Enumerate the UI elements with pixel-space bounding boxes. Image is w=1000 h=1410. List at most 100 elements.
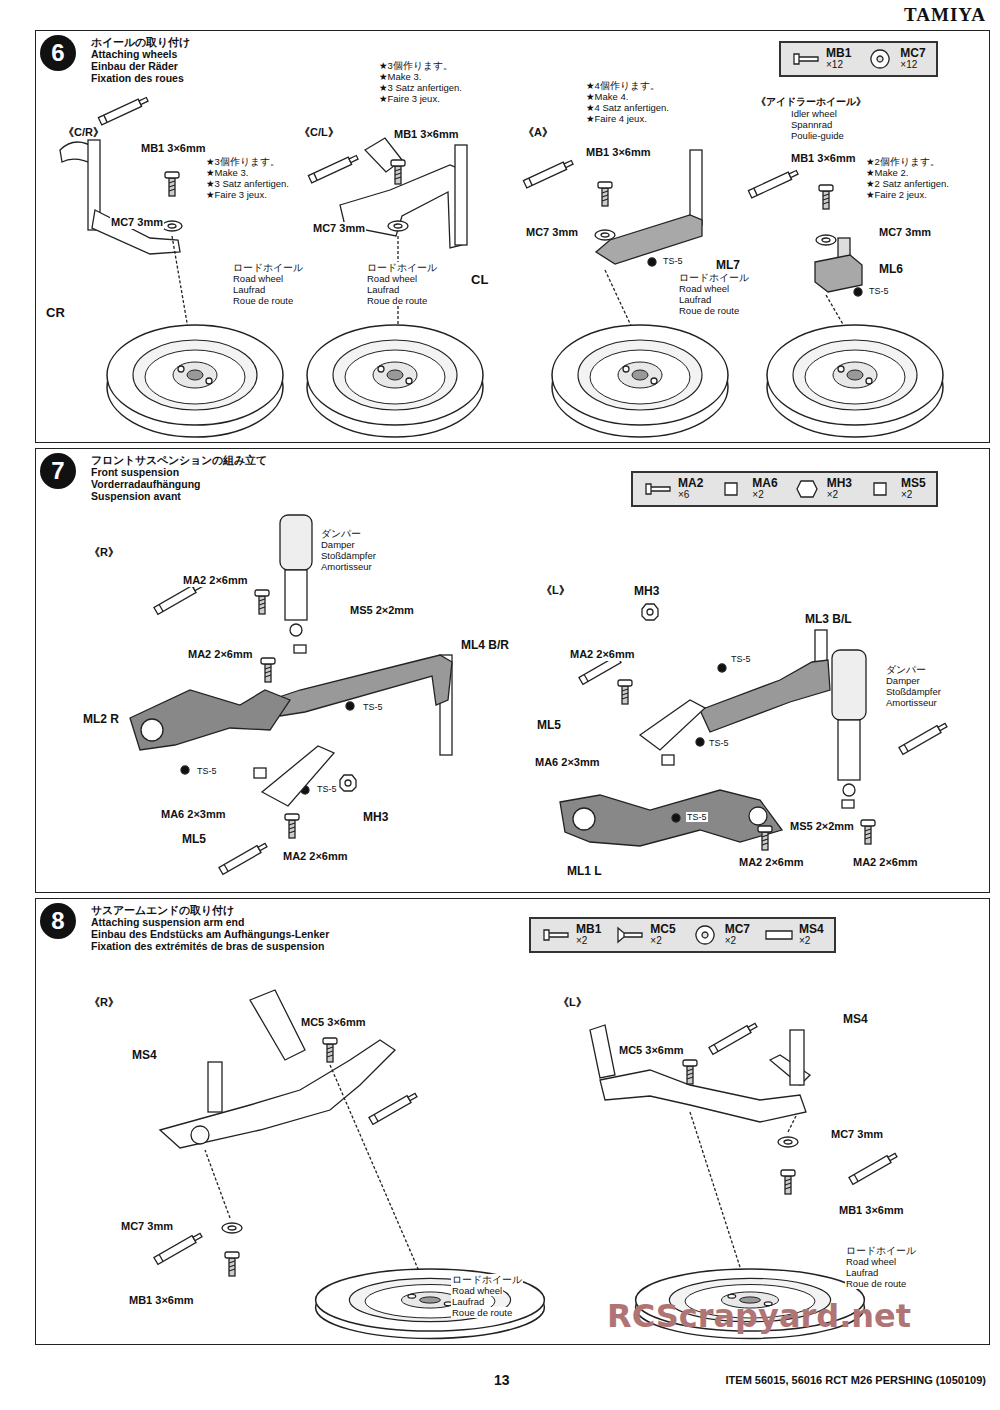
part-label: ★4 Satz anfertigen.	[585, 102, 670, 113]
part-label: MA2 2×6mm	[569, 648, 636, 661]
part-icon	[717, 478, 747, 500]
part-label: TS-5	[196, 766, 218, 776]
part-label: ML2 R	[82, 712, 120, 726]
part-quantity: ×2	[576, 935, 587, 947]
part-label: MB1 3×6mm	[128, 1294, 195, 1307]
parts-box: MB1×12 MC7×12	[779, 41, 938, 77]
part-quantity: ×12	[900, 59, 917, 71]
part-label: MB1 3×6mm	[140, 142, 207, 155]
part-label: TS-5	[708, 738, 730, 748]
heading-line: Vorderradaufhängung	[91, 478, 267, 490]
step-number: 8	[51, 907, 64, 935]
step-panel: ホイールの取り付けAttaching wheelsEinbau der Räde…	[35, 30, 990, 443]
part-label: Idler wheel	[790, 108, 838, 119]
part-text: MA2×6	[678, 477, 703, 501]
part-icon	[791, 48, 821, 70]
part-label: MA6 2×3mm	[534, 756, 601, 769]
part-icon	[615, 924, 645, 946]
part-text: MC7×12	[900, 47, 925, 71]
part-quantity: ×6	[678, 489, 689, 501]
part-label: MC7 3mm	[830, 1128, 884, 1141]
part-label: ★Make 3.	[205, 167, 249, 178]
part-label: MH3	[633, 584, 660, 598]
part-item: MH3×2	[792, 477, 852, 501]
part-text: MS4×2	[799, 923, 824, 947]
part-label: ★Make 3.	[378, 71, 422, 82]
part-label: Laufrad	[451, 1296, 485, 1307]
heading-line: Fixation des roues	[91, 72, 190, 84]
step-number: 7	[51, 457, 64, 485]
part-code: MC5	[650, 923, 675, 935]
part-text: MB1×2	[576, 923, 601, 947]
part-label: Spannrad	[790, 119, 833, 130]
part-label: Roue de route	[366, 295, 428, 306]
part-item: MA2×6	[643, 477, 703, 501]
part-label: TS-5	[362, 702, 384, 712]
part-label: ★3個作ります。	[205, 156, 281, 167]
part-label: 《L》	[557, 996, 588, 1009]
part-icon	[690, 924, 720, 946]
part-label: Roue de route	[451, 1307, 513, 1318]
part-label: TS-5	[662, 256, 684, 266]
watermark: RCScrapyard.net	[606, 1298, 912, 1335]
part-label: ML3 B/L	[804, 612, 853, 626]
heading-line: Front suspension	[91, 466, 267, 478]
step-number-circle: 6	[40, 35, 76, 71]
part-label: MS4	[131, 1048, 158, 1062]
part-label: CL	[470, 272, 489, 287]
part-label: MC7 3mm	[120, 1220, 174, 1233]
part-label: CR	[45, 305, 66, 320]
heading-line: Attaching wheels	[91, 48, 190, 60]
part-quantity: ×2	[901, 489, 912, 501]
parts-box: MB1×2MC5×2MC7×2MS4×2	[529, 917, 836, 953]
part-label: ロードホイール	[451, 1274, 523, 1285]
part-label: ★Faire 4 jeux.	[585, 113, 648, 124]
part-item: MB1×12	[791, 47, 851, 71]
part-text: MS5×2	[901, 477, 926, 501]
part-label: ML7	[715, 258, 741, 272]
part-label: Damper	[885, 675, 921, 686]
part-label: Laufrad	[678, 294, 712, 305]
part-label: ロードホイール	[232, 262, 304, 273]
part-code: MC7	[900, 47, 925, 59]
part-label: ★Faire 2 jeux.	[865, 189, 928, 200]
part-label: Road wheel	[678, 283, 730, 294]
part-label: ML6	[878, 262, 904, 276]
heading-line: ホイールの取り付け	[91, 36, 190, 48]
part-icon	[643, 478, 673, 500]
part-label: ML1 L	[566, 864, 603, 878]
part-label: MA2 2×6mm	[852, 856, 919, 869]
part-label: 《A》	[522, 126, 554, 139]
part-label: MA2 2×6mm	[182, 574, 249, 587]
part-icon	[541, 924, 571, 946]
part-label: ★3 Satz anfertigen.	[378, 82, 463, 93]
part-icon	[865, 48, 895, 70]
part-label: ★Faire 3 jeux.	[378, 93, 441, 104]
part-item: MC7×2	[690, 923, 750, 947]
part-text: MA6×2	[752, 477, 777, 501]
part-label: MS5 2×2mm	[349, 604, 415, 617]
heading-line: Einbau der Räder	[91, 60, 190, 72]
part-label: 《R》	[88, 546, 120, 559]
part-icon	[792, 478, 822, 500]
part-label: MC7 3mm	[878, 226, 932, 239]
part-quantity: ×2	[827, 489, 838, 501]
parts-box: MA2×6MA6×2MH3×2MS5×2	[631, 471, 938, 507]
part-label: MC5 3×6mm	[300, 1016, 367, 1029]
part-label: ★2個作ります。	[865, 156, 941, 167]
part-label: Stoßdämpfer	[885, 686, 942, 697]
part-item: MB1×2	[541, 923, 601, 947]
part-label: ML5	[181, 832, 207, 846]
part-code: MA6	[752, 477, 777, 489]
part-text: MC5×2	[650, 923, 675, 947]
part-label: 《R》	[88, 996, 120, 1009]
part-label: ロードホイール	[845, 1245, 917, 1256]
part-label: Laufrad	[232, 284, 266, 295]
part-label: MB1 3×6mm	[838, 1204, 905, 1217]
heading-line: Einbau des Endstücks am Aufhängungs-Lenk…	[91, 928, 329, 940]
part-label: MS4	[842, 1012, 869, 1026]
part-label: Amortisseur	[320, 561, 373, 572]
part-label: Road wheel	[845, 1256, 897, 1267]
part-label: MC5 3×6mm	[618, 1044, 685, 1057]
part-label: 《C/L》	[298, 126, 340, 139]
